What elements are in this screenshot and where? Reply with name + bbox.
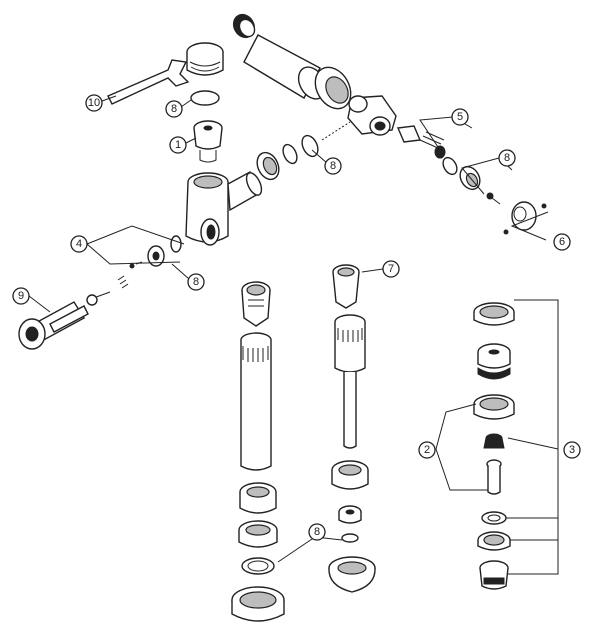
callout-5-label: 5 xyxy=(457,111,463,123)
callout-8-handle-left: 8 xyxy=(187,273,205,291)
callout-6: 6 xyxy=(553,233,571,251)
callout-8-stop-label: 8 xyxy=(504,152,510,164)
callout-1: 1 xyxy=(169,136,187,154)
callout-10-label: 10 xyxy=(88,97,100,109)
flush-valve-body xyxy=(185,170,263,246)
push-handle xyxy=(18,301,89,350)
callout-3-label: 3 xyxy=(569,444,575,456)
callout-8-handle-label: 8 xyxy=(171,103,177,115)
callout-8-body: 8 xyxy=(324,157,342,175)
alignment-line xyxy=(321,121,351,141)
handle-o-ring xyxy=(190,90,220,106)
callout-4: 4 xyxy=(70,235,88,253)
callout-8-couplings: 8 xyxy=(308,523,326,541)
callout-8-couplings-label: 8 xyxy=(314,526,320,538)
diaphragm-cartridge xyxy=(193,120,223,163)
callout-9: 9 xyxy=(12,287,30,305)
callout-2-label: 2 xyxy=(424,444,430,456)
top-pipe-assembly xyxy=(232,13,547,235)
callout-8-handle-left-label: 8 xyxy=(193,276,199,288)
left-tube-couplings xyxy=(231,482,285,622)
spanner-wrench xyxy=(107,59,190,105)
right-o-rings xyxy=(442,156,501,205)
top-threaded-end xyxy=(232,13,256,39)
callout-10: 10 xyxy=(85,94,103,112)
callout-2: 2 xyxy=(418,441,436,459)
callout-1-label: 1 xyxy=(175,139,181,151)
callout-9-label: 9 xyxy=(18,290,24,302)
stop-valve-stem xyxy=(396,125,446,159)
stop-cap xyxy=(503,201,547,235)
callout-7-label: 7 xyxy=(388,263,394,275)
callout-4-label: 4 xyxy=(76,238,82,250)
callout-3: 3 xyxy=(563,441,581,459)
handle-cap xyxy=(186,42,224,76)
tee-fitting xyxy=(347,95,397,136)
callout-8-handle: 8 xyxy=(165,100,183,118)
callout-5: 5 xyxy=(451,108,469,126)
right-tube-couplings xyxy=(328,460,376,593)
callout-6-label: 6 xyxy=(559,236,565,248)
vacuum-breaker-tube xyxy=(332,264,366,449)
top-coupling-ring xyxy=(314,66,352,110)
long-flush-tube xyxy=(240,281,272,471)
handle-assembly-left xyxy=(86,235,182,306)
leader-lines xyxy=(28,95,559,575)
body-nut-and-rings xyxy=(256,134,319,181)
callout-8-body-label: 8 xyxy=(330,160,336,172)
valve-internals xyxy=(473,302,515,590)
callout-7: 7 xyxy=(382,260,400,278)
callout-8-stop: 8 xyxy=(498,149,516,167)
